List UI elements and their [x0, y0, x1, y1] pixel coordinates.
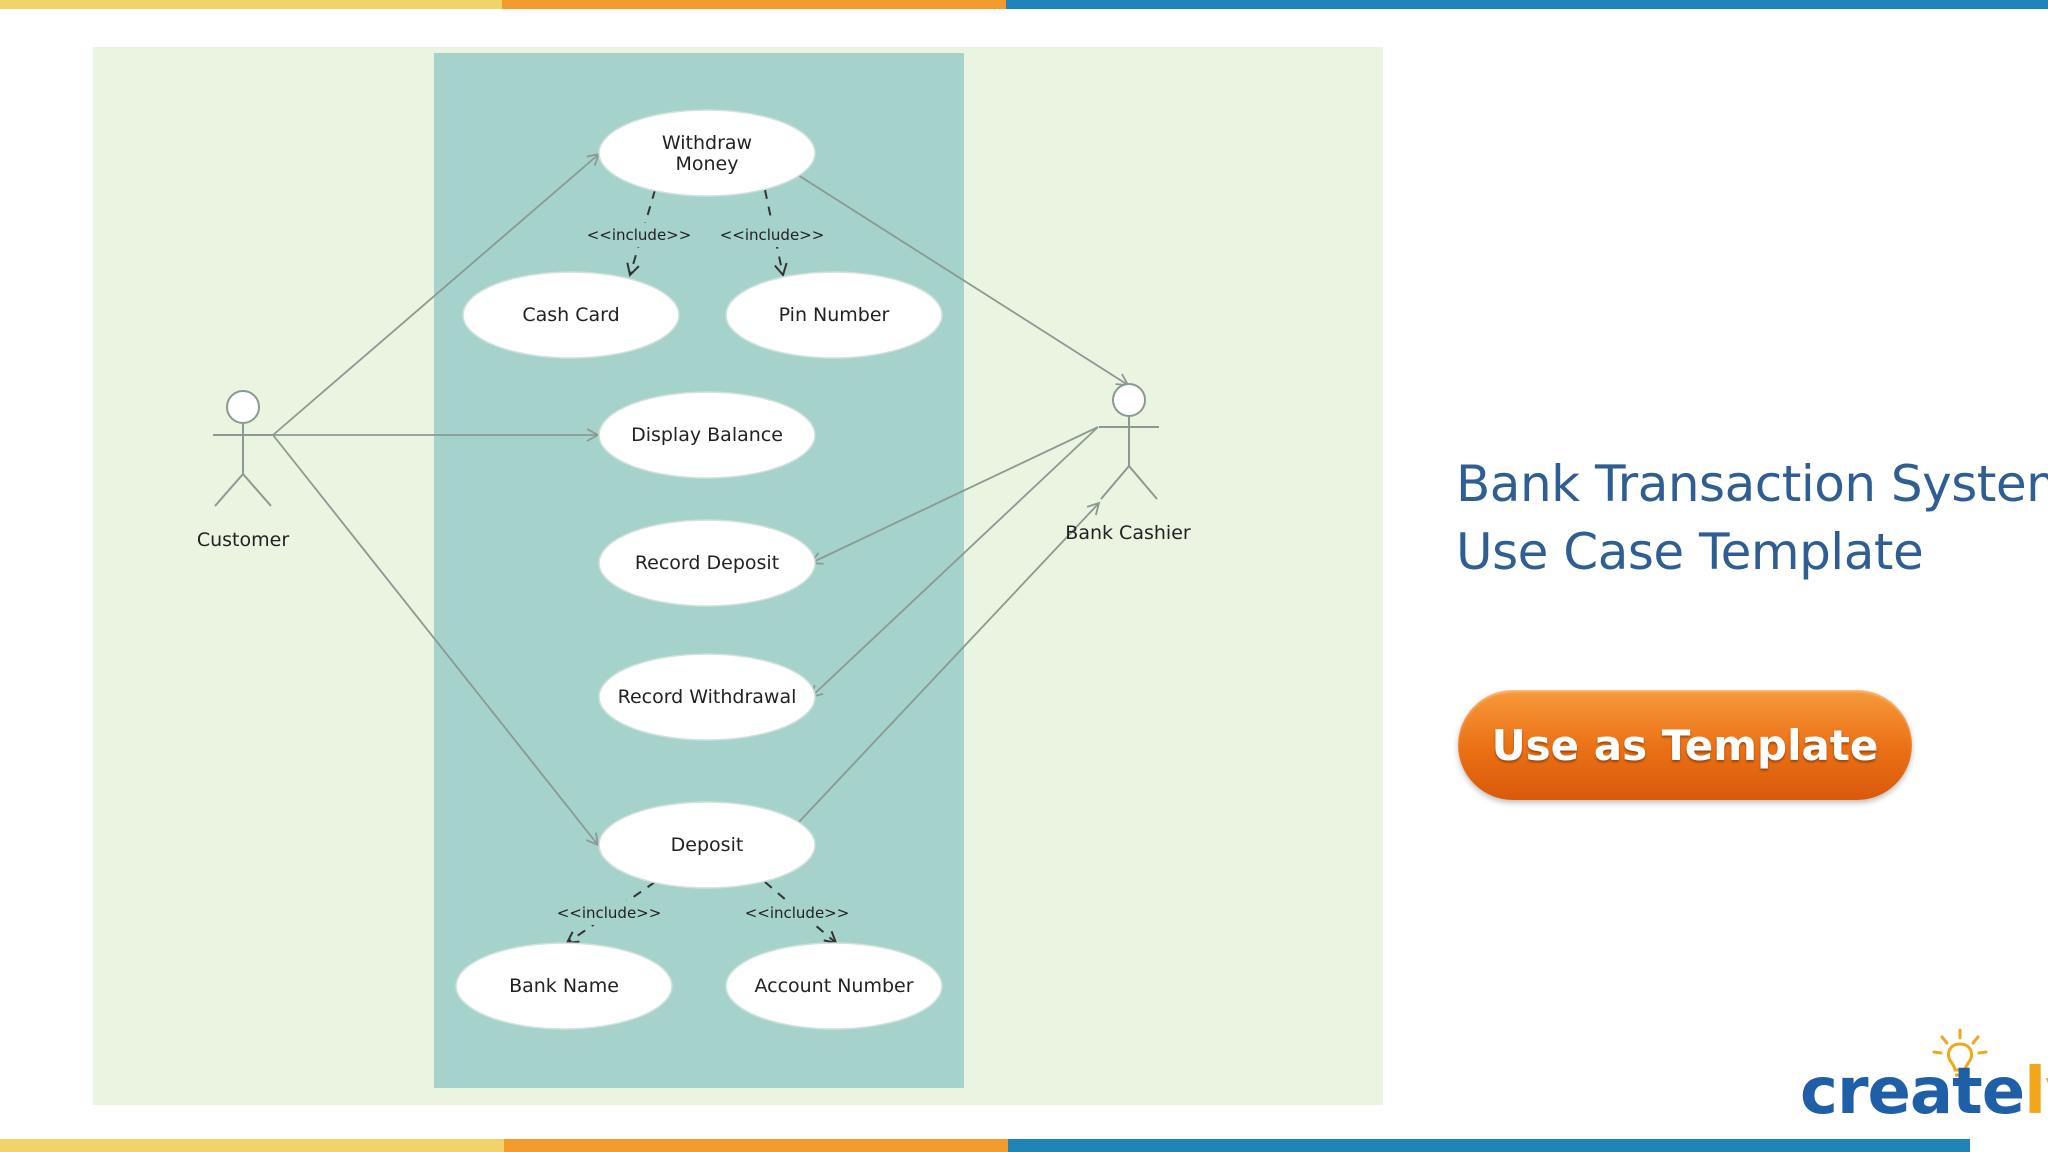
bottom-stripe-orange — [504, 1139, 1008, 1152]
use-case-deposit-shape — [598, 801, 816, 889]
diagram-canvas: <<include>> <<include>> <<include>> <<in… — [93, 47, 1383, 1105]
use-case-pin-number: Pin Number — [779, 304, 890, 326]
page-title: Bank Transaction System Use Case Templat… — [1456, 450, 2048, 586]
bottom-stripe-yellow — [0, 1139, 504, 1152]
use-case-cash-card: Cash Card — [522, 304, 619, 326]
assoc-withdraw-cashier — [797, 174, 1130, 387]
include-label-withdraw-pin: <<include>> — [720, 226, 825, 244]
use-case-record-deposit: Record Deposit — [635, 552, 779, 574]
use-case-withdraw-money-line1: Withdraw — [662, 132, 752, 154]
actor-customer-label: Customer — [197, 529, 289, 551]
top-stripe-orange — [502, 0, 1006, 9]
include-label-deposit-account: <<include>> — [745, 904, 850, 922]
use-case-display-balance: Display Balance — [631, 424, 783, 446]
include-label-withdraw-cashcard: <<include>> — [587, 226, 692, 244]
assoc-customer-withdraw — [272, 152, 601, 436]
bottom-stripe-blue — [1008, 1139, 1970, 1152]
page-title-line2: Use Case Template — [1456, 523, 1924, 581]
lightbulb-icon — [1932, 1028, 1988, 1077]
use-case-account-number: Account Number — [754, 975, 913, 997]
actor-bank-cashier-figure — [1099, 383, 1159, 500]
assoc-customer-deposit — [272, 434, 600, 847]
use-case-account-number-shape — [725, 942, 943, 1030]
use-case-bank-name: Bank Name — [509, 975, 619, 997]
actor-bank-cashier-label: Bank Cashier — [1065, 522, 1191, 544]
logo-text-accent: ly — [2024, 1055, 2048, 1129]
assoc-cashier-record-deposit — [809, 426, 1099, 565]
include-label-deposit-bankname: <<include>> — [557, 904, 662, 922]
use-case-pin-number-shape — [725, 271, 943, 359]
use-case-display-balance-shape — [598, 391, 816, 479]
creately-logo: creately — [1800, 1060, 2048, 1124]
actor-customer-figure — [213, 390, 273, 507]
use-case-cash-card-shape — [462, 271, 680, 359]
use-case-withdraw-money-shape — [598, 109, 816, 197]
include-withdraw-cashcard — [630, 189, 656, 275]
use-case-record-withdrawal: Record Withdrawal — [618, 686, 797, 708]
use-case-bank-name-shape — [455, 942, 673, 1030]
use-case-record-withdrawal-shape — [598, 653, 816, 741]
logo-text-main: create — [1800, 1055, 2025, 1129]
use-case-withdraw-money-line2: Money — [676, 153, 739, 175]
use-case-record-deposit-shape — [598, 519, 816, 607]
assoc-cashier-record-withdrawal — [809, 426, 1099, 699]
use-case-diagram: <<include>> <<include>> <<include>> <<in… — [197, 53, 1191, 1088]
include-withdraw-pin — [764, 189, 783, 275]
assoc-deposit-cashier — [797, 501, 1101, 824]
use-case-deposit: Deposit — [671, 834, 744, 856]
page-title-line1: Bank Transaction System — [1456, 455, 2048, 513]
top-stripe-yellow — [0, 0, 502, 9]
top-stripe-blue — [1006, 0, 2048, 9]
use-as-template-button[interactable]: Use as Template — [1458, 690, 1912, 800]
